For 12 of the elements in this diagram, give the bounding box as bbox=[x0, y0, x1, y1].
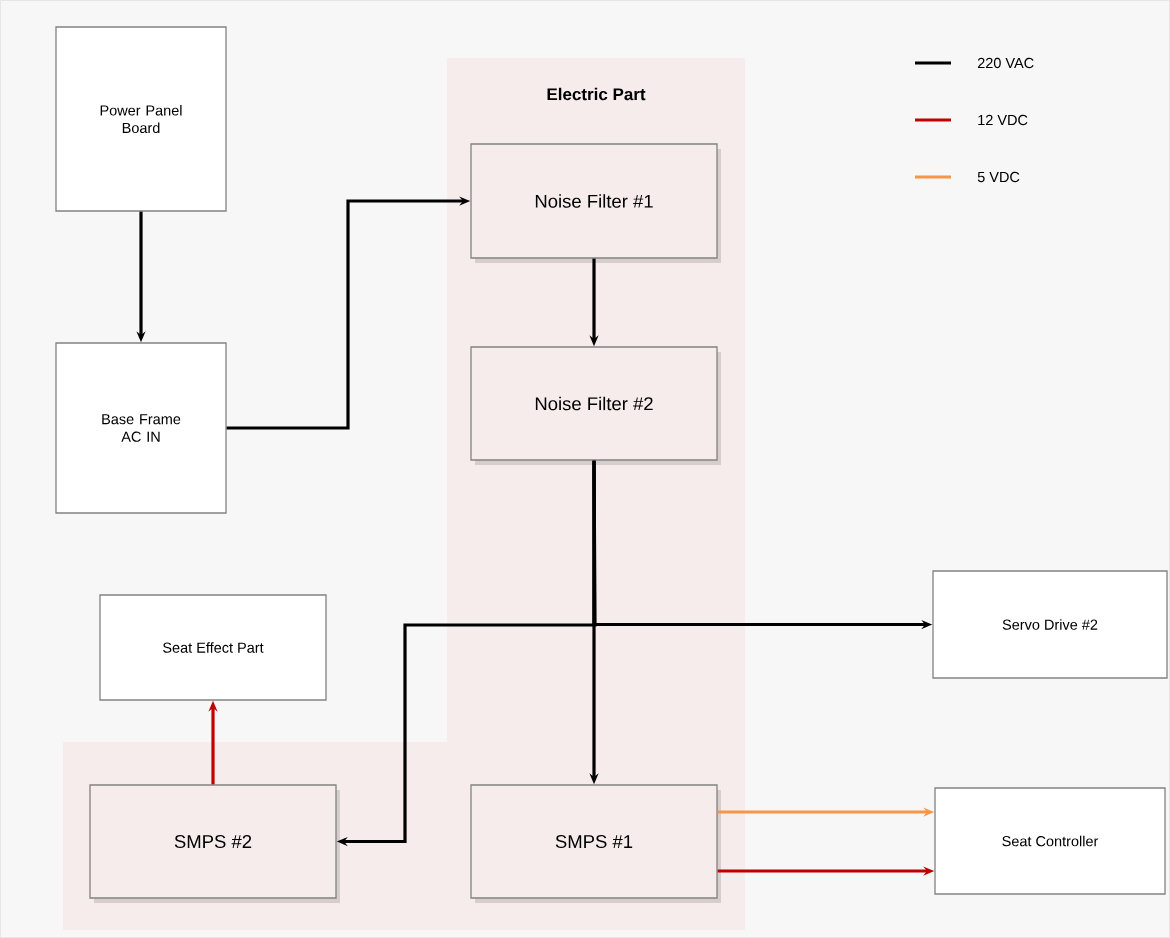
block-box: Noise Filter #1 bbox=[470, 143, 721, 263]
legend-label: 5 VDC bbox=[977, 171, 1020, 183]
legend-label: 12 VDC bbox=[978, 114, 1028, 126]
block-box: Base Frame AC IN bbox=[55, 342, 227, 514]
block-box: Seat Controller bbox=[934, 787, 1166, 895]
block-box: Seat Effect Part bbox=[99, 594, 327, 701]
block-box: Noise Filter #2 bbox=[470, 346, 721, 465]
block-box: SMPS #1 bbox=[470, 784, 721, 903]
block-box: SMPS #2 bbox=[89, 784, 340, 903]
block-box: Power Panel Board bbox=[55, 26, 227, 212]
block-box: Servo Drive #2 bbox=[932, 570, 1168, 679]
legend-label: 220 VAC bbox=[977, 57, 1034, 69]
